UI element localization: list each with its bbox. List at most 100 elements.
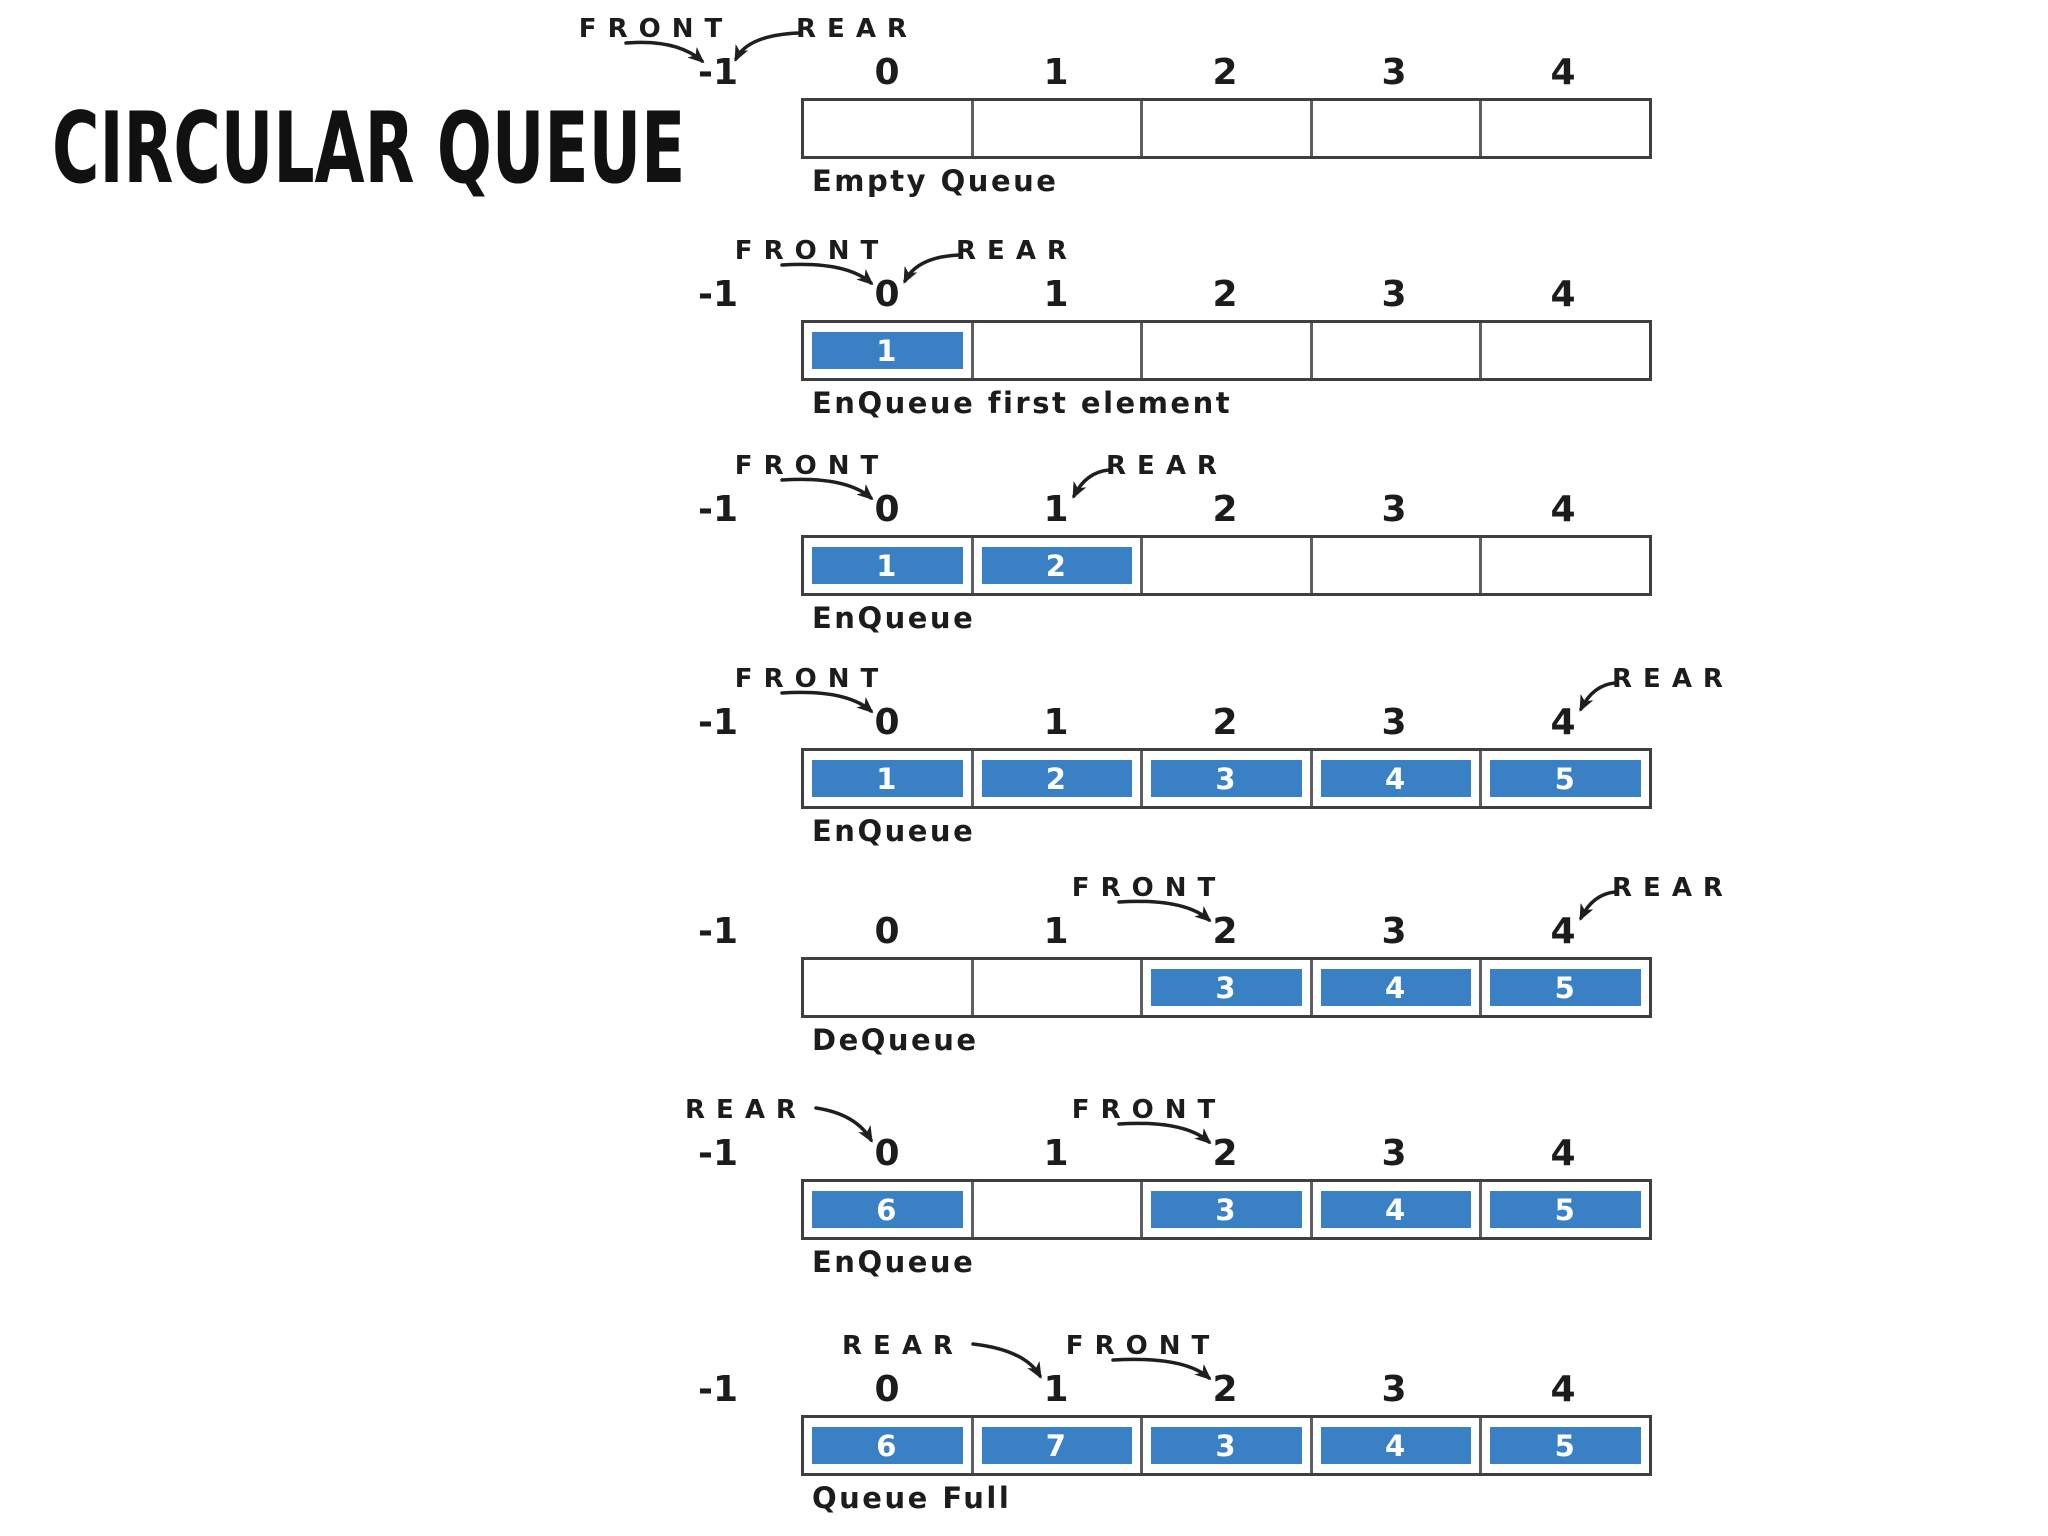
index-label: 0 — [874, 1133, 900, 1174]
queue-cell — [1482, 323, 1649, 378]
index-label: 4 — [1550, 1133, 1576, 1174]
index-label: 4 — [1550, 52, 1576, 93]
cell-value: 3 — [1151, 1191, 1302, 1228]
index-label: -1 — [698, 702, 738, 743]
queue-cell: 2 — [974, 538, 1144, 593]
queue-cell: 5 — [1482, 1182, 1649, 1237]
front-pointer-arrow — [624, 40, 702, 61]
index-label: 3 — [1381, 1369, 1407, 1410]
index-label: 2 — [1212, 911, 1238, 952]
queue-cell: 5 — [1482, 751, 1649, 806]
index-label: 1 — [1043, 911, 1069, 952]
pointer-label-rear: REAR — [842, 1331, 964, 1361]
front-pointer-arrow — [780, 262, 871, 283]
rear-pointer-arrow — [1579, 890, 1617, 918]
rear-pointer-arrow — [1072, 468, 1111, 496]
stage-caption: EnQueue first element — [812, 386, 1233, 420]
index-label: 3 — [1381, 702, 1407, 743]
index-label: 2 — [1212, 1369, 1238, 1410]
index-label: 0 — [874, 489, 900, 530]
index-label: 2 — [1212, 274, 1238, 315]
pointer-arrows — [624, 31, 801, 225]
queue-cell — [1313, 323, 1483, 378]
index-label: 2 — [1212, 1133, 1238, 1174]
front-pointer-arrow — [1117, 1121, 1209, 1142]
queue-cell: 3 — [1143, 1182, 1313, 1237]
queue-cell: 4 — [1313, 1182, 1483, 1237]
cell-value: 2 — [981, 760, 1133, 797]
queue-cell: 3 — [1143, 960, 1313, 1015]
pointer-label-front: FRONT — [578, 14, 734, 44]
queue-cell: 1 — [804, 538, 974, 593]
cell-value: 1 — [812, 332, 963, 369]
index-label: 3 — [1381, 489, 1407, 530]
cell-value: 4 — [1320, 1427, 1472, 1464]
cell-value: 5 — [1490, 969, 1641, 1006]
index-label: 1 — [1043, 1369, 1069, 1410]
queue-cell — [974, 960, 1144, 1015]
rear-pointer-arrow — [971, 1342, 1042, 1376]
pointer-label-rear: REAR — [685, 1095, 807, 1125]
stage-caption: DeQueue — [812, 1023, 979, 1057]
cell-value: 5 — [1490, 1191, 1641, 1228]
stage-caption: EnQueue — [812, 601, 976, 635]
queue-cell: 2 — [974, 751, 1144, 806]
queue-cell: 6 — [804, 1418, 974, 1473]
cell-value: 2 — [981, 547, 1133, 584]
queue-cell — [1143, 323, 1313, 378]
index-label: 4 — [1550, 911, 1576, 952]
index-label: 2 — [1212, 489, 1238, 530]
cell-value: 4 — [1320, 1191, 1472, 1228]
index-label: -1 — [698, 489, 738, 530]
queue-cell — [804, 101, 974, 156]
index-label: 2 — [1212, 52, 1238, 93]
queue-cell — [1313, 101, 1483, 156]
cell-value: 3 — [1151, 1427, 1302, 1464]
pointer-label-front: FRONT — [1065, 1331, 1221, 1361]
pointer-label-rear: REAR — [1106, 451, 1228, 481]
queue-array-row: 1 — [801, 320, 1652, 381]
queue-cell: 1 — [804, 751, 974, 806]
cell-value: 1 — [812, 547, 963, 584]
index-label: 4 — [1550, 702, 1576, 743]
queue-cell — [1482, 101, 1649, 156]
queue-cell — [1482, 538, 1649, 593]
queue-cell: 5 — [1482, 960, 1649, 1015]
queue-cell: 4 — [1313, 960, 1483, 1015]
index-label: 0 — [874, 274, 900, 315]
pointer-arrows — [814, 1106, 2048, 1306]
pointer-label-rear: REAR — [796, 14, 918, 44]
front-pointer-arrow — [780, 477, 871, 498]
pointer-label-rear: REAR — [1612, 664, 1734, 694]
queue-cell — [804, 960, 974, 1015]
index-label: -1 — [698, 274, 738, 315]
pointer-label-front: FRONT — [734, 451, 890, 481]
cell-value: 1 — [812, 760, 963, 797]
cell-value: 3 — [1151, 969, 1302, 1006]
index-label: 1 — [1043, 1133, 1069, 1174]
cell-value: 4 — [1320, 969, 1472, 1006]
index-label: 3 — [1381, 1133, 1407, 1174]
index-label: 1 — [1043, 274, 1069, 315]
stage-caption: EnQueue — [812, 1245, 976, 1279]
cell-value: 5 — [1490, 760, 1641, 797]
pointer-arrows — [780, 681, 1617, 875]
queue-cell: 4 — [1313, 751, 1483, 806]
queue-cell — [974, 101, 1144, 156]
cell-value: 7 — [981, 1427, 1133, 1464]
index-label: 3 — [1381, 274, 1407, 315]
index-label: 2 — [1212, 702, 1238, 743]
index-label: 4 — [1550, 489, 1576, 530]
rear-pointer-arrow — [734, 31, 801, 59]
index-label: -1 — [698, 1133, 738, 1174]
pointer-arrows — [1117, 890, 1617, 1084]
pointer-label-front: FRONT — [1071, 1095, 1227, 1125]
pointer-label-rear: REAR — [956, 236, 1078, 266]
stage-caption: EnQueue — [812, 814, 976, 848]
